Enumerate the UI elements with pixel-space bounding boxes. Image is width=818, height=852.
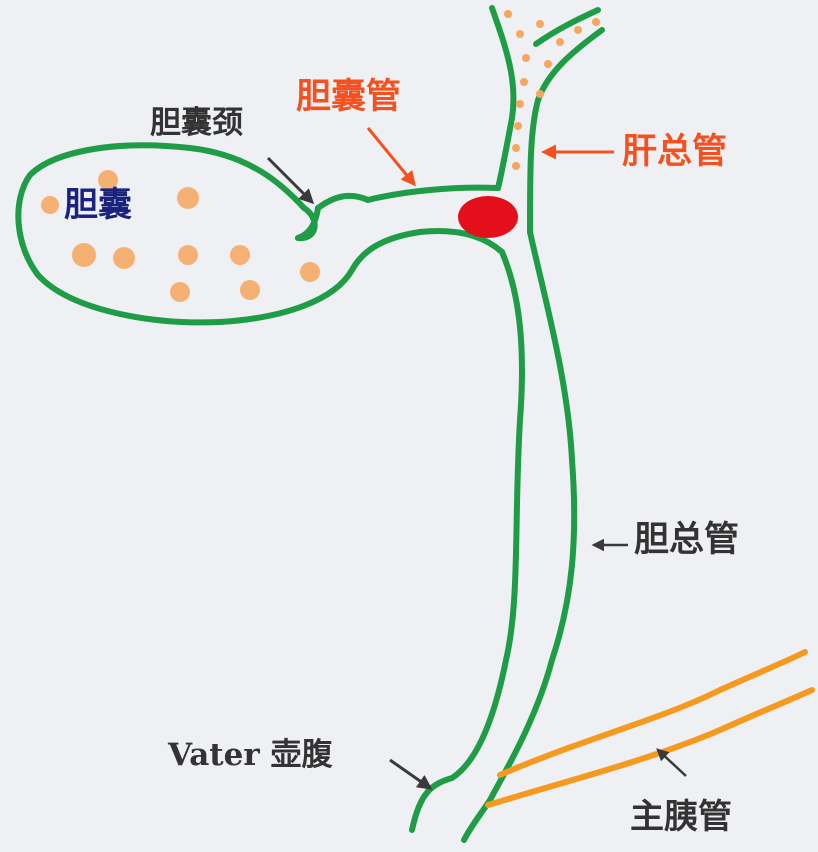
pancreatic-duct-arrow: [656, 748, 687, 777]
cystic-duct-upper-wall: [315, 184, 501, 211]
hepatic-duct-stones: [504, 10, 600, 170]
pancreatic-duct-lower-wall: [485, 687, 815, 808]
gallbladder-outline: [15, 142, 505, 326]
main-pancreatic-duct-label: 主胰管: [630, 797, 732, 837]
pancreatic-duct-upper-wall: [497, 649, 808, 778]
gallbladder-neck-label: 胆囊颈: [150, 105, 243, 141]
vater-ampulla-label: Vater 壶腹: [168, 737, 333, 773]
common-bile-duct-label: 胆总管: [634, 519, 740, 560]
gallbladder-neck-kink: [295, 205, 321, 241]
vater-ampulla-arrow: [389, 758, 433, 790]
common-bile-duct-left-wall: [409, 249, 525, 833]
hepatic-duct-left-wall: [489, 5, 517, 191]
cystic-duct-arrow: [366, 127, 416, 187]
cystic-duct-label: 胆囊管: [296, 76, 402, 117]
common-bile-duct-right-wall: [461, 229, 578, 843]
cystic-duct-stone: [458, 196, 518, 238]
hepatic-duct-right-wall: [527, 27, 605, 235]
common-hepatic-duct-label: 肝总管: [622, 131, 728, 172]
gallbladder-stones: [41, 170, 320, 302]
hepatic-branch-wall: [533, 7, 601, 47]
gallbladder-neck-arrow: [266, 156, 315, 205]
gallbladder-label: 胆囊: [64, 185, 132, 225]
